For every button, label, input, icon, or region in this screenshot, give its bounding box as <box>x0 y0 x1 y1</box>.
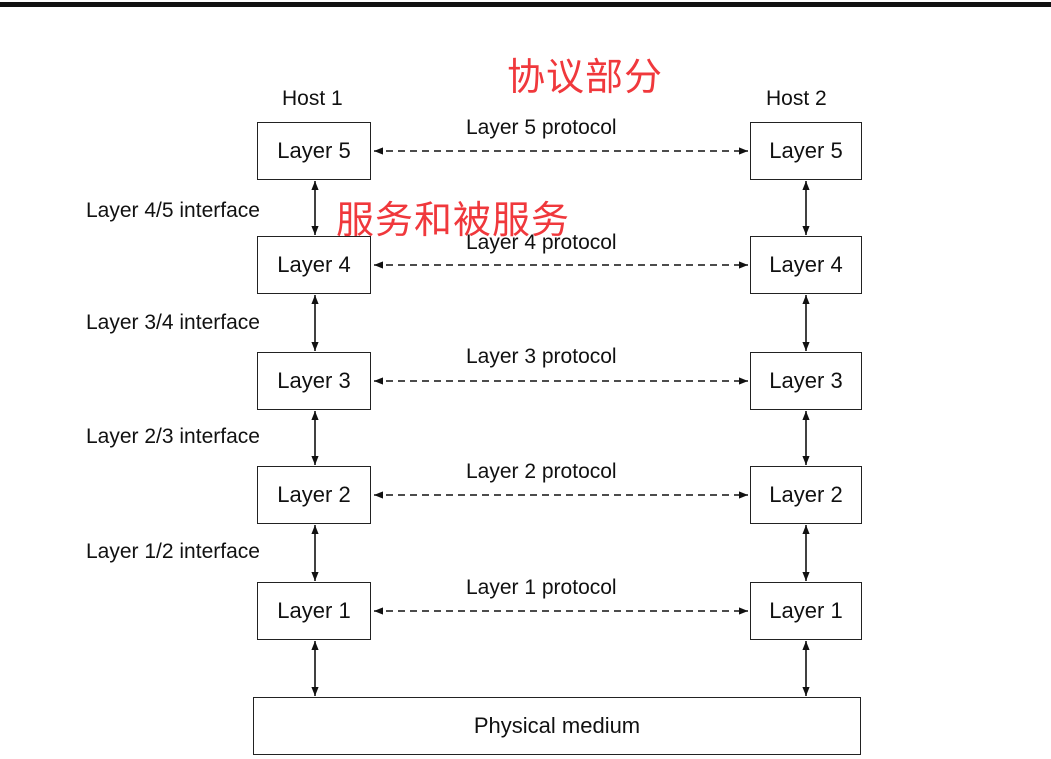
host-1-layer-4: Layer 4 <box>257 236 371 294</box>
host-2-layer-2: Layer 2 <box>750 466 862 524</box>
interface-label-2-3: Layer 2/3 interface <box>86 425 260 448</box>
host-2-layer-3: Layer 3 <box>750 352 862 410</box>
host-2-layer-1: Layer 1 <box>750 582 862 640</box>
protocol-label-4: Layer 4 protocol <box>466 231 617 254</box>
protocol-label-3: Layer 3 protocol <box>466 345 617 368</box>
interface-label-3-4: Layer 3/4 interface <box>86 311 260 334</box>
interface-label-4-5: Layer 4/5 interface <box>86 199 260 222</box>
host-2-layer-4: Layer 4 <box>750 236 862 294</box>
protocol-label-5: Layer 5 protocol <box>466 116 617 139</box>
host-1-layer-2: Layer 2 <box>257 466 371 524</box>
annotation-service-and-served: 服务和被服务 <box>336 198 571 242</box>
host-1-layer-5: Layer 5 <box>257 122 371 180</box>
host-2-layer-5: Layer 5 <box>750 122 862 180</box>
annotation-protocol-part: 协议部分 <box>507 55 664 99</box>
physical-medium: Physical medium <box>253 697 861 755</box>
host-1-layer-1: Layer 1 <box>257 582 371 640</box>
top-border-bar <box>0 2 1051 7</box>
host-1-title: Host 1 <box>282 87 343 110</box>
protocol-label-1: Layer 1 protocol <box>466 576 617 599</box>
protocol-label-2: Layer 2 protocol <box>466 460 617 483</box>
interface-label-1-2: Layer 1/2 interface <box>86 540 260 563</box>
host-1-layer-3: Layer 3 <box>257 352 371 410</box>
host-2-title: Host 2 <box>766 87 827 110</box>
